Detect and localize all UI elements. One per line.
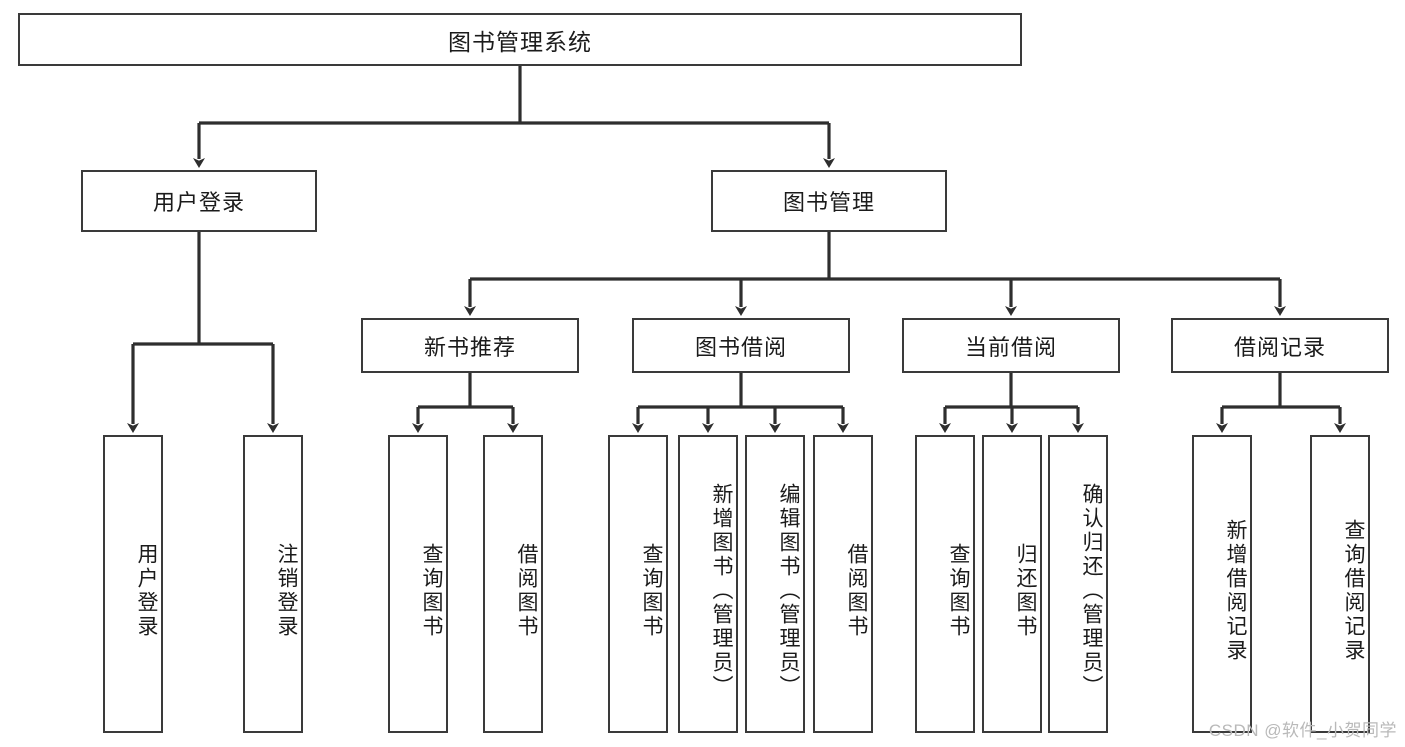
node-label: 借阅图书 [845, 543, 868, 639]
node-leaf-bb-borrow[interactable]: 借阅图书 [813, 435, 873, 733]
node-borrow-record[interactable]: 借阅记录 [1171, 318, 1389, 373]
node-leaf-bb-query[interactable]: 查询图书 [608, 435, 668, 733]
node-new-book-rec[interactable]: 新书推荐 [361, 318, 579, 373]
node-leaf-cb-return[interactable]: 归还图书 [982, 435, 1042, 733]
node-root[interactable]: 图书管理系统 [18, 13, 1022, 66]
node-label: 确认归还（管理员） [1080, 483, 1103, 699]
node-leaf-cb-confirm[interactable]: 确认归还（管理员） [1048, 435, 1108, 733]
node-current-borrow[interactable]: 当前借阅 [902, 318, 1120, 373]
node-label: 查询图书 [640, 543, 663, 639]
node-label: 用户登录 [152, 190, 245, 215]
node-leaf-br-query[interactable]: 查询借阅记录 [1310, 435, 1370, 733]
node-leaf-rec-query[interactable]: 查询图书 [388, 435, 448, 733]
node-label: 新书推荐 [423, 334, 516, 360]
node-leaf-bb-add[interactable]: 新增图书（管理员） [678, 435, 738, 733]
node-label: 查询借阅记录 [1342, 519, 1365, 663]
node-label: 注销登录 [275, 543, 298, 639]
node-label: 编辑图书（管理员） [777, 483, 800, 699]
node-label: 查询图书 [947, 543, 970, 639]
node-leaf-br-add[interactable]: 新增借阅记录 [1192, 435, 1252, 733]
node-label: 用户登录 [135, 543, 158, 639]
node-label: 新增图书（管理员） [710, 483, 733, 699]
node-label: 当前借阅 [964, 334, 1057, 360]
node-leaf-user-logout[interactable]: 注销登录 [243, 435, 303, 733]
node-label: 借阅记录 [1233, 334, 1326, 360]
node-label: 新增借阅记录 [1224, 519, 1247, 663]
node-label: 归还图书 [1014, 543, 1037, 639]
node-label: 图书借阅 [694, 334, 787, 360]
node-leaf-user-login[interactable]: 用户登录 [103, 435, 163, 733]
node-label: 借阅图书 [515, 543, 538, 639]
node-leaf-cb-query[interactable]: 查询图书 [915, 435, 975, 733]
node-leaf-bb-edit[interactable]: 编辑图书（管理员） [745, 435, 805, 733]
node-leaf-rec-borrow[interactable]: 借阅图书 [483, 435, 543, 733]
node-label: 图书管理 [782, 190, 875, 215]
node-user-login[interactable]: 用户登录 [81, 170, 317, 232]
node-book-manage[interactable]: 图书管理 [711, 170, 947, 232]
node-book-borrow[interactable]: 图书借阅 [632, 318, 850, 373]
node-label: 图书管理系统 [448, 28, 592, 55]
node-label: 查询图书 [420, 543, 443, 639]
